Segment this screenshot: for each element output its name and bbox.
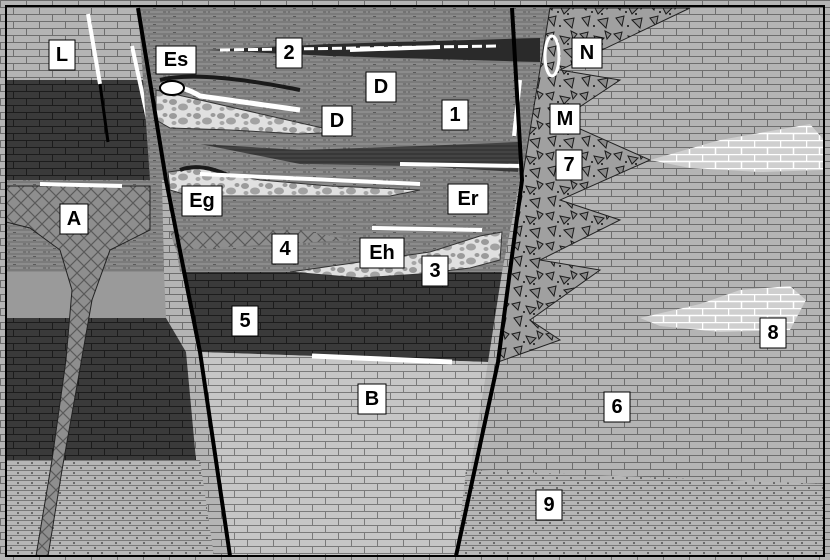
unit-9: [456, 470, 824, 556]
svg-text:A: A: [67, 208, 81, 230]
label-Eh: Eh: [360, 238, 404, 268]
svg-text:9: 9: [543, 494, 554, 516]
svg-text:Er: Er: [457, 188, 478, 210]
svg-text:6: 6: [611, 396, 622, 418]
layer-5: [182, 272, 502, 362]
label-7: 7: [556, 150, 582, 180]
label-Eg: Eg: [182, 186, 222, 216]
label-A: A: [60, 204, 88, 234]
svg-text:N: N: [580, 42, 594, 64]
svg-text:Eh: Eh: [369, 242, 395, 264]
svg-text:5: 5: [239, 310, 250, 332]
label-8: 8: [760, 318, 786, 348]
label-1: 1: [442, 100, 468, 130]
label-5: 5: [232, 306, 258, 336]
label-2: 2: [276, 38, 302, 68]
label-Es: Es: [156, 46, 196, 74]
label-3: 3: [422, 256, 448, 286]
label-D-lower: D: [322, 106, 352, 136]
svg-text:M: M: [557, 108, 574, 130]
seam-left: [40, 184, 122, 186]
svg-text:8: 8: [767, 322, 778, 344]
label-L: L: [49, 40, 75, 70]
svg-text:Es: Es: [164, 49, 188, 71]
label-6: 6: [604, 392, 630, 422]
label-B: B: [358, 384, 386, 414]
label-N: N: [572, 38, 602, 68]
svg-text:D: D: [374, 76, 388, 98]
block-B: [200, 352, 488, 556]
svg-text:3: 3: [429, 260, 440, 282]
svg-text:7: 7: [563, 154, 574, 176]
svg-text:L: L: [56, 44, 68, 66]
svg-text:Eg: Eg: [189, 190, 215, 212]
svg-text:4: 4: [279, 238, 291, 260]
label-D-upper: D: [366, 72, 396, 102]
label-M: M: [550, 104, 580, 134]
svg-text:2: 2: [283, 42, 294, 64]
svg-text:D: D: [330, 110, 344, 132]
svg-text:B: B: [365, 388, 379, 410]
label-Er: Er: [448, 184, 488, 214]
svg-text:1: 1: [449, 104, 460, 126]
label-4: 4: [272, 234, 298, 264]
label-9: 9: [536, 490, 562, 520]
